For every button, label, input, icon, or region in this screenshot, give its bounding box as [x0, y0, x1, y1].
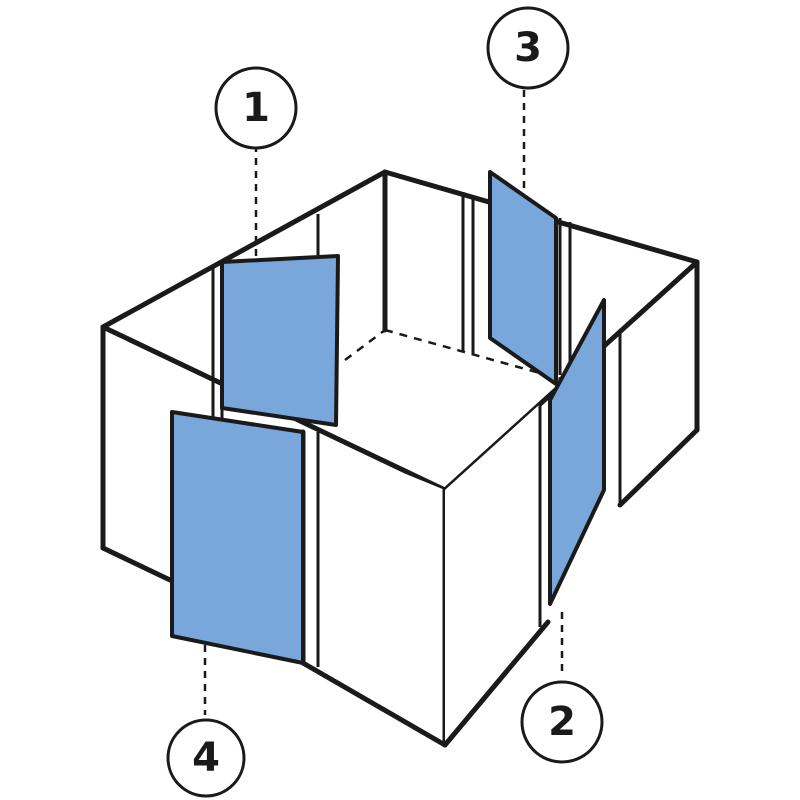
callout-3-label: 3	[514, 25, 542, 71]
left-edge	[100, 324, 173, 583]
callout-1-label: 1	[242, 85, 270, 131]
callout-3: 3	[486, 6, 570, 90]
flap-1	[220, 254, 340, 427]
flap-2	[548, 298, 606, 606]
flap-4	[170, 410, 305, 665]
flap-3	[488, 170, 558, 386]
leader-lines	[203, 90, 564, 715]
front-right-wall	[442, 404, 551, 748]
callout-2: 2	[520, 680, 604, 764]
back-walls	[316, 169, 622, 505]
callout-4: 4	[166, 718, 246, 798]
callout-2-label: 2	[548, 699, 576, 745]
right-side-wall	[558, 218, 700, 508]
callout-4-label: 4	[192, 735, 220, 781]
callout-1: 1	[214, 66, 298, 150]
